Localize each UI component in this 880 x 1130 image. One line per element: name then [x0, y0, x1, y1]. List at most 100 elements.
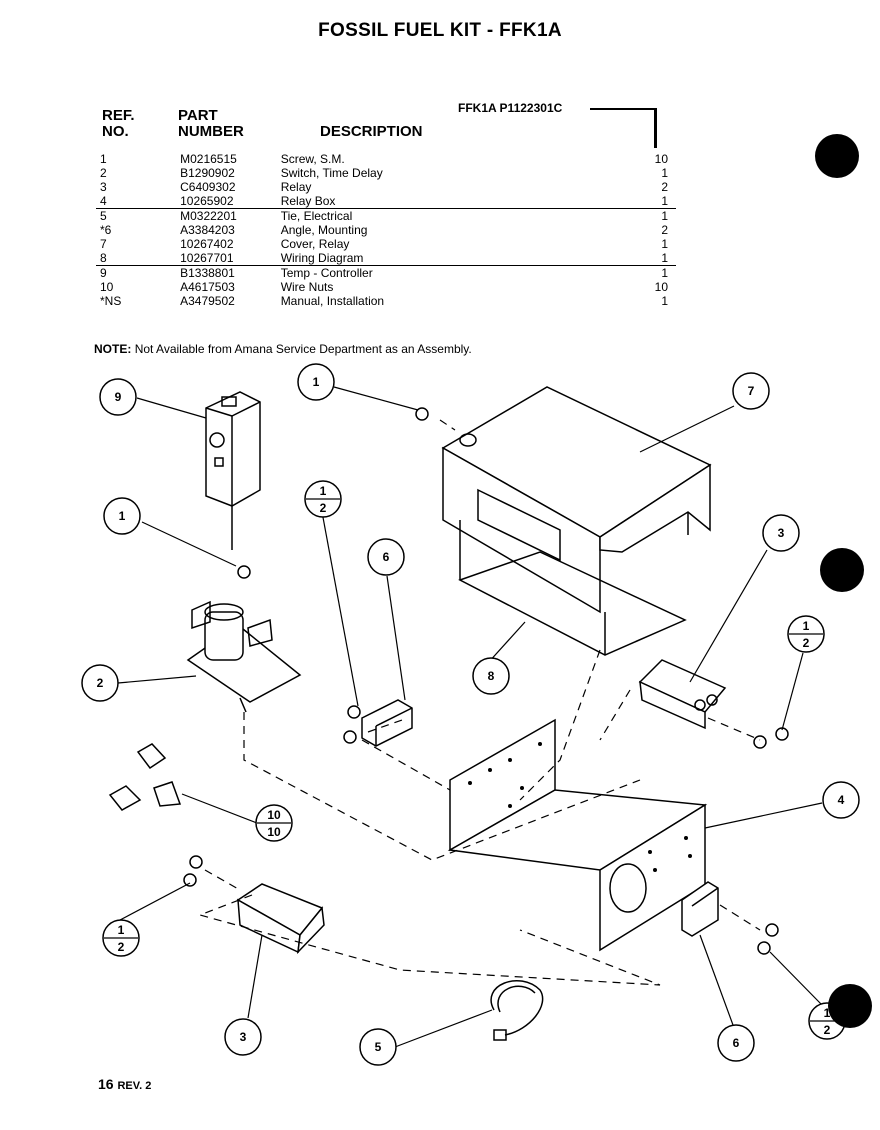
description-cell: Relay [280, 180, 312, 194]
ref-header-line2: NO. [102, 123, 129, 140]
part-number-cell: A4617503 [180, 280, 235, 294]
part-number-cell: B1290902 [180, 166, 235, 180]
callout-leader-lines [117, 386, 823, 1048]
part-header-line2: NUMBER [178, 123, 244, 140]
ref-cell: 8 [96, 251, 181, 266]
callout-fraction-denominator: 2 [320, 501, 327, 515]
part-number-cell: M0216515 [180, 152, 237, 166]
ref-cell: 1 [100, 152, 107, 166]
description-cell: Relay Box [280, 194, 604, 209]
relay-lower-part [236, 883, 325, 955]
callout-3: 3 [240, 1030, 247, 1044]
table-row: 2 B1290902 Switch, Time Delay 1 [96, 166, 676, 180]
description-cell: Angle, Mounting [280, 223, 368, 237]
ref-cell: 3 [100, 180, 107, 194]
part-number-cell: B1338801 [180, 266, 235, 280]
callout-4: 4 [838, 793, 845, 807]
part-number-header: PART NUMBER [178, 108, 244, 140]
callout-9: 9 [115, 390, 122, 404]
callout-numbers: 9 1 2 1 7 1 2 6 3 1 2 8 4 10 10 1 2 3 5 … [97, 375, 845, 1054]
page-footer: 16 REV. 2 [98, 1076, 151, 1092]
kit-quantity-bracket [590, 108, 657, 148]
callout-fraction-denominator: 2 [118, 940, 125, 954]
callout-6: 6 [733, 1036, 740, 1050]
quantity-cell: 1 [603, 251, 676, 266]
callout-1: 1 [313, 375, 320, 389]
relay-upper-part [638, 659, 727, 730]
assembly-guide-lines [198, 419, 761, 986]
ref-cell: 2 [100, 166, 107, 180]
ref-cell: 5 [100, 209, 107, 223]
callout-fraction-numerator: 10 [267, 808, 281, 822]
callout-8: 8 [488, 669, 495, 683]
ref-cell: *6 [100, 223, 112, 237]
quantity-cell: 2 [661, 180, 668, 194]
description-cell: Tie, Electrical [280, 209, 353, 223]
ref-header-line1: REF. [102, 107, 135, 124]
callout-fraction-numerator: 1 [824, 1006, 831, 1020]
parts-list-table: 1 M0216515 Screw, S.M. 10 2 B1290902 Swi… [96, 152, 676, 308]
description-cell: Manual, Installation [280, 294, 385, 308]
part-number-cell: A3384203 [180, 223, 235, 237]
part-number-cell: A3479502 [180, 294, 235, 308]
table-row: 8 10267701 Wiring Diagram 1 [96, 251, 676, 266]
quantity-cell: 1 [661, 294, 668, 308]
page-number: 16 [98, 1076, 114, 1092]
relay-cover-part [441, 386, 712, 614]
part-number-cell: C6409302 [180, 180, 236, 194]
description-cell: Temp - Controller [280, 266, 373, 280]
part-number-cell: M0322201 [180, 209, 237, 223]
relay-box-part [447, 718, 708, 952]
quantity-cell: 1 [603, 194, 676, 209]
callout-6: 6 [383, 550, 390, 564]
quantity-cell: 10 [654, 280, 668, 294]
punch-hole [820, 548, 864, 592]
wire-nut-part [108, 743, 182, 811]
table-row: 5 M0322201 Tie, Electrical 1 [96, 209, 676, 224]
callout-7: 7 [748, 384, 755, 398]
table-row: 7 10267402 Cover, Relay 1 [96, 237, 676, 251]
description-cell: Screw, S.M. [280, 152, 345, 166]
part-number-cell: 10265902 [180, 194, 281, 209]
callout-3: 3 [778, 526, 785, 540]
callout-1: 1 [119, 509, 126, 523]
fraction-bars [104, 498, 844, 1022]
ref-cell: 9 [100, 266, 107, 280]
table-row: 9 B1338801 Temp - Controller 1 [96, 266, 676, 281]
note: NOTE: Not Available from Amana Service D… [94, 342, 472, 356]
table-row: 10 A4617503 Wire Nuts 10 [96, 280, 676, 294]
wire-tie-part [490, 980, 544, 1041]
punch-hole [828, 984, 872, 1028]
callout-2: 2 [97, 676, 104, 690]
table-row: *6 A3384203 Angle, Mounting 2 [96, 223, 676, 237]
description-cell: Switch, Time Delay [280, 166, 383, 180]
table-row: 1 M0216515 Screw, S.M. 10 [96, 152, 676, 166]
time-delay-switch-part [186, 600, 302, 713]
ref-cell: *NS [100, 294, 122, 308]
table-row: *NS A3479502 Manual, Installation 1 [96, 294, 676, 308]
table-row: 4 10265902 Relay Box 1 [96, 194, 676, 209]
quantity-cell: 10 [654, 152, 668, 166]
callout-fraction-numerator: 1 [320, 484, 327, 498]
quantity-cell: 2 [661, 223, 668, 237]
quantity-cell: 1 [661, 266, 668, 280]
quantity-cell: 1 [661, 237, 668, 251]
callout-fraction-numerator: 1 [118, 923, 125, 937]
description-cell: Wire Nuts [280, 280, 334, 294]
callout-fraction-numerator: 1 [803, 619, 810, 633]
part-number-cell: 10267402 [180, 237, 234, 251]
ref-no-header: REF. NO. [102, 108, 135, 140]
page-title: FOSSIL FUEL KIT - FFK1A [318, 20, 562, 41]
screw-part [183, 407, 789, 955]
note-text: Not Available from Amana Service Departm… [134, 342, 472, 356]
callout-circles [81, 363, 860, 1066]
callout-fraction-denominator: 2 [824, 1023, 831, 1037]
part-number-cell: 10267701 [180, 251, 281, 266]
description-cell: Cover, Relay [280, 237, 350, 251]
description-header: DESCRIPTION [320, 123, 423, 140]
table-row: 3 C6409302 Relay 2 [96, 180, 676, 194]
ref-cell: 7 [100, 237, 107, 251]
ref-cell: 4 [96, 194, 181, 209]
callout-fraction-denominator: 2 [803, 636, 810, 650]
